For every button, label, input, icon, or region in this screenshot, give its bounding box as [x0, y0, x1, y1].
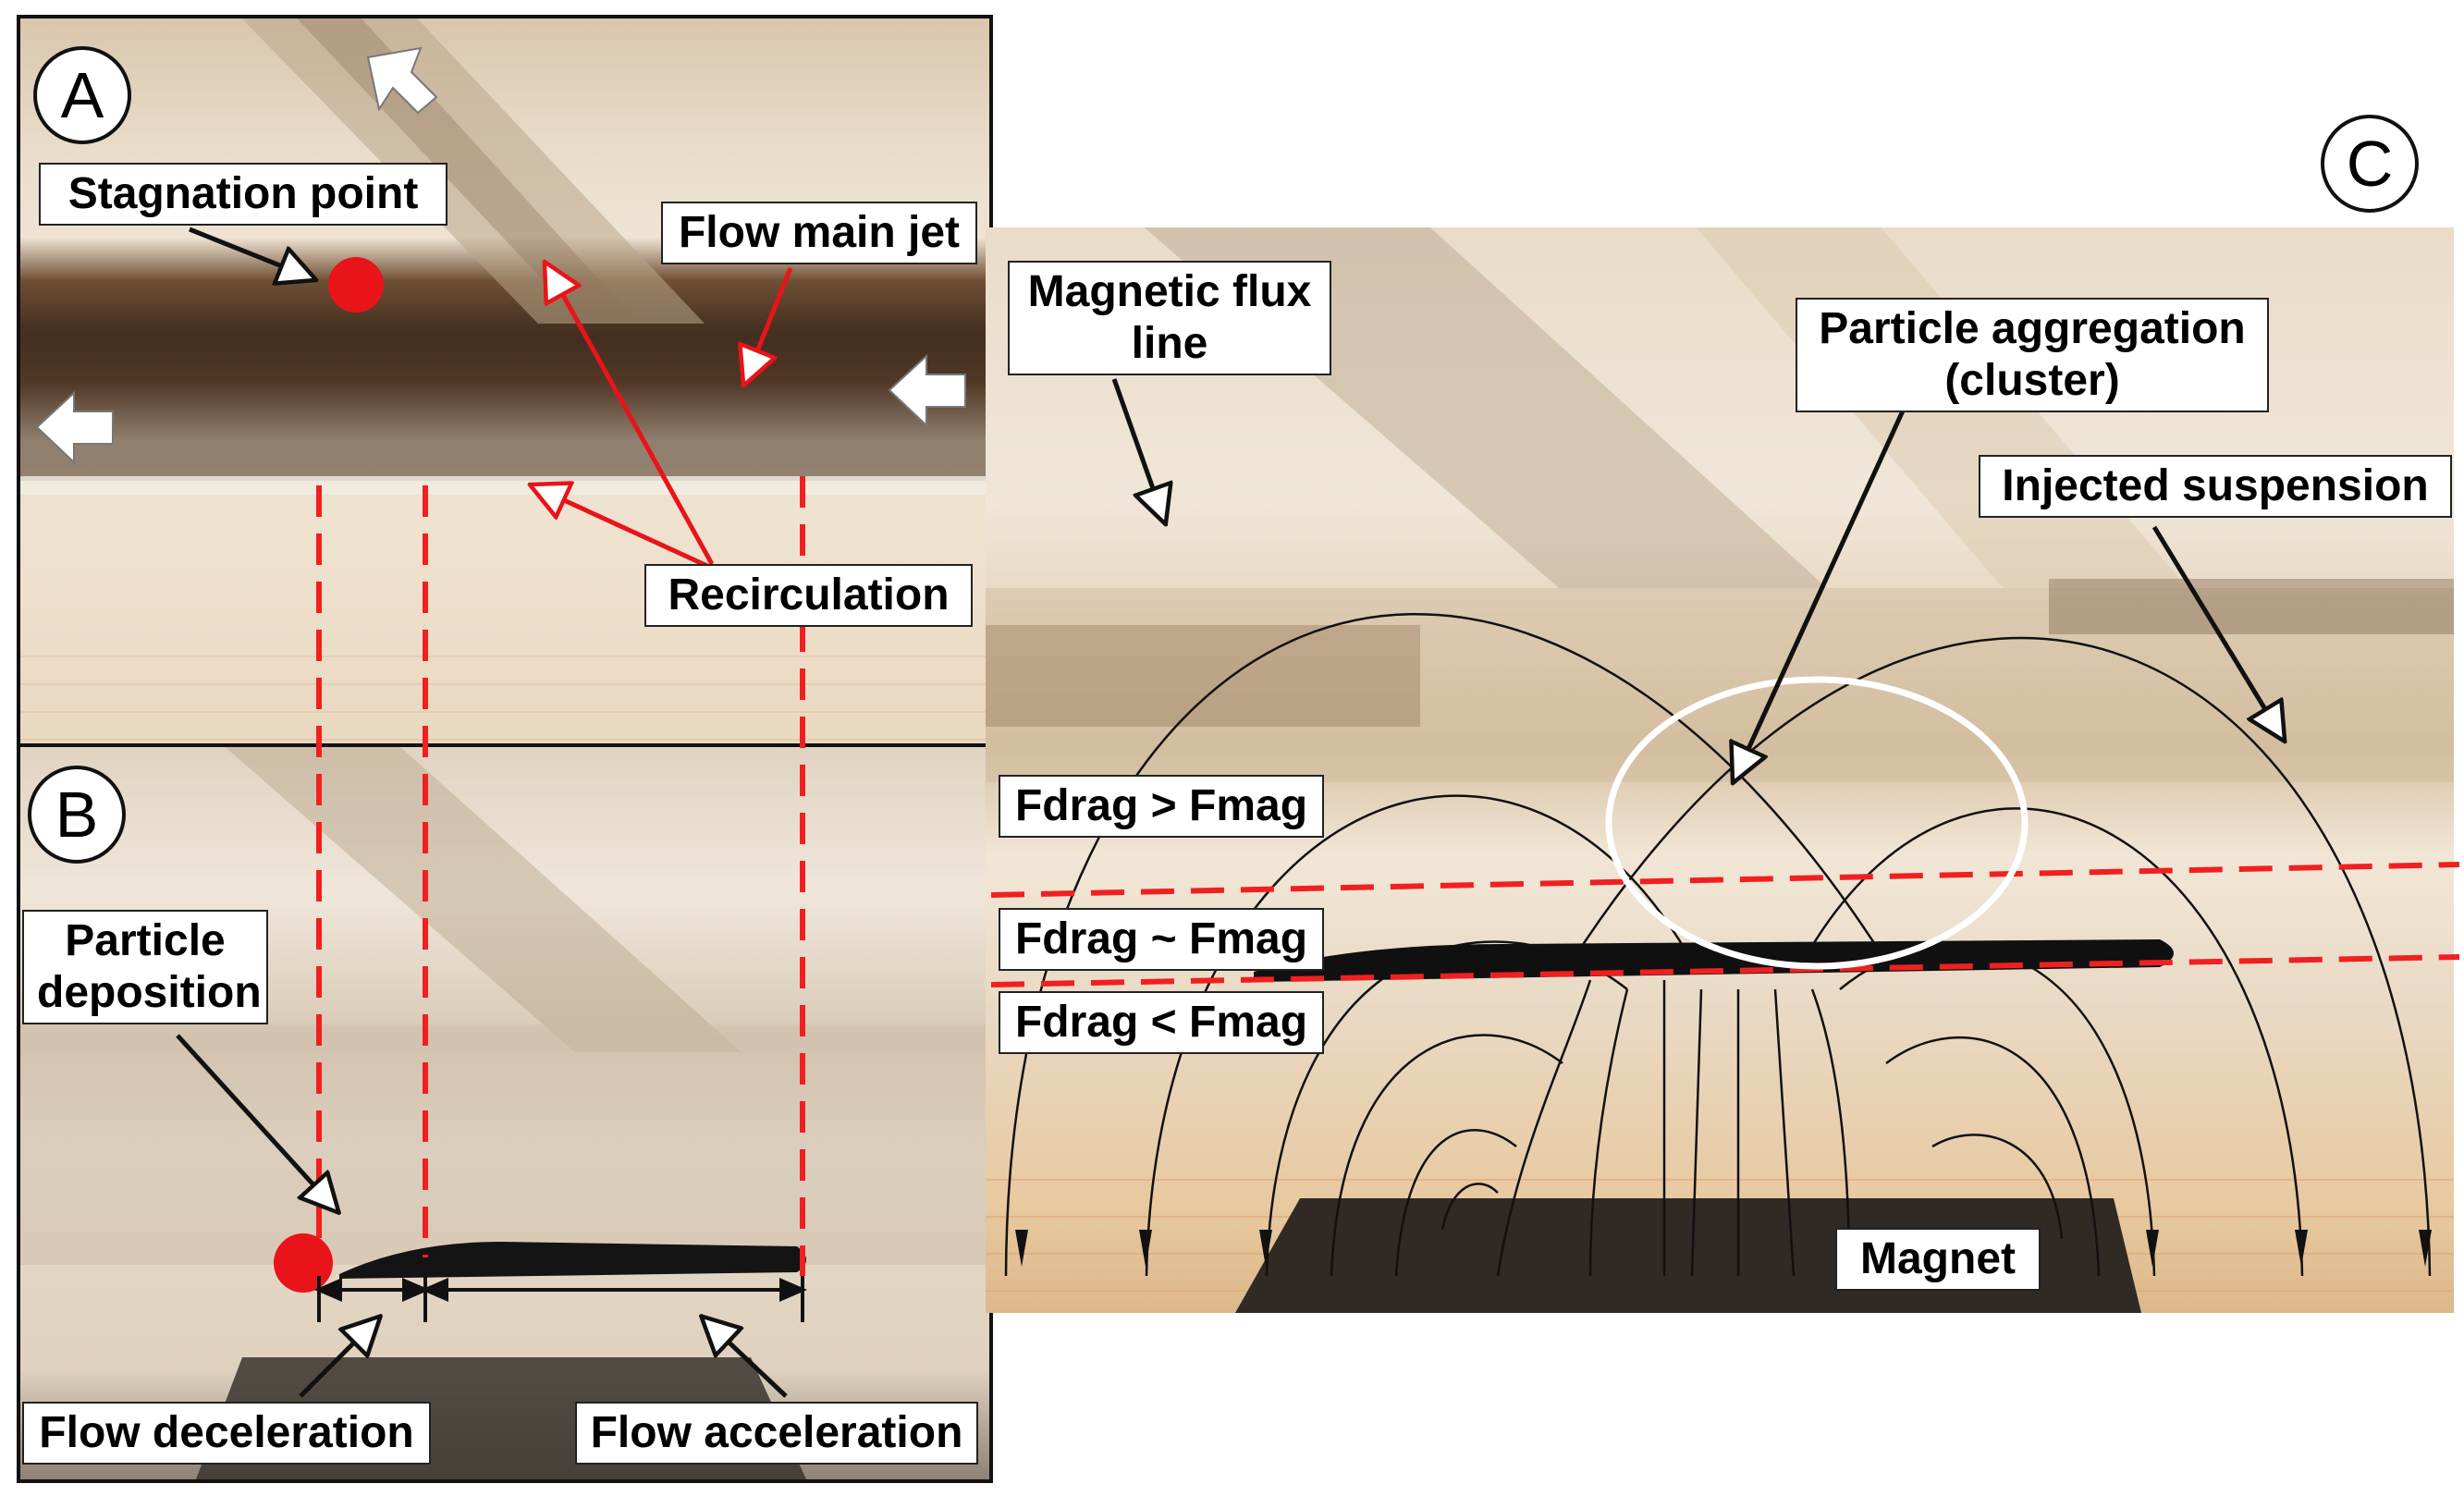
particle-aggregation-label: Particle aggregation (cluster): [1796, 298, 2269, 412]
inflow-arrow-icon: [888, 353, 966, 428]
magnetic-flux-line-label: Magnetic flux line: [1008, 261, 1331, 375]
dashed-guide-lines: [316, 476, 805, 1276]
flow-deceleration-label: Flow deceleration: [22, 1402, 431, 1465]
stagnation-arrow: [189, 227, 314, 279]
recirculation-label: Recirculation: [644, 564, 973, 627]
panel-b-tag: B: [28, 766, 126, 864]
outflow-arrow-icon: [35, 390, 114, 465]
recirculation-arrow-lower: [532, 485, 709, 569]
particle-deposition-arrow: [176, 1034, 337, 1211]
suspension-pointer-arrow: [2151, 525, 2284, 740]
force-boundary-lines: [990, 862, 2460, 987]
recirculation-arrow-upper: [546, 264, 715, 566]
flux-line-pointer-arrow: [1111, 378, 1165, 522]
fdrag-approx-label: Fdrag ~ Fmag: [999, 908, 1324, 971]
flux-line-arrowheads: [1015, 1230, 2432, 1267]
deceleration-span: [313, 1276, 431, 1322]
flow-main-jet-label: Flow main jet: [661, 202, 977, 264]
magnet-label: Magnet: [1835, 1228, 2041, 1291]
flow-acceleration-label: Flow acceleration: [575, 1402, 978, 1465]
injected-suspension-label: Injected suspension: [1979, 455, 2452, 518]
panel-a-photo: [17, 15, 993, 751]
flow-main-jet-arrow: [744, 267, 793, 384]
deposition-start-marker: [274, 1233, 333, 1293]
particle-cluster-ellipse: [1605, 676, 2029, 970]
fdrag-less-label: Fdrag < Fmag: [999, 991, 1324, 1054]
upflow-arrow-icon: [366, 46, 438, 115]
stagnation-point-marker: [328, 257, 384, 313]
acceleration-span: [420, 1276, 808, 1322]
particle-deposition-label: Particle deposition: [22, 910, 268, 1024]
panel-a-scene: [20, 18, 989, 741]
cluster-pointer-arrow: [1734, 405, 1907, 781]
panel-c-tag: C: [2321, 115, 2419, 213]
flow-acceleration-arrow: [703, 1318, 788, 1398]
fdrag-greater-label: Fdrag > Fmag: [999, 775, 1324, 838]
flow-deceleration-arrow: [299, 1318, 379, 1398]
stagnation-point-label: Stagnation point: [39, 163, 447, 226]
panel-a-tag: A: [33, 46, 131, 144]
